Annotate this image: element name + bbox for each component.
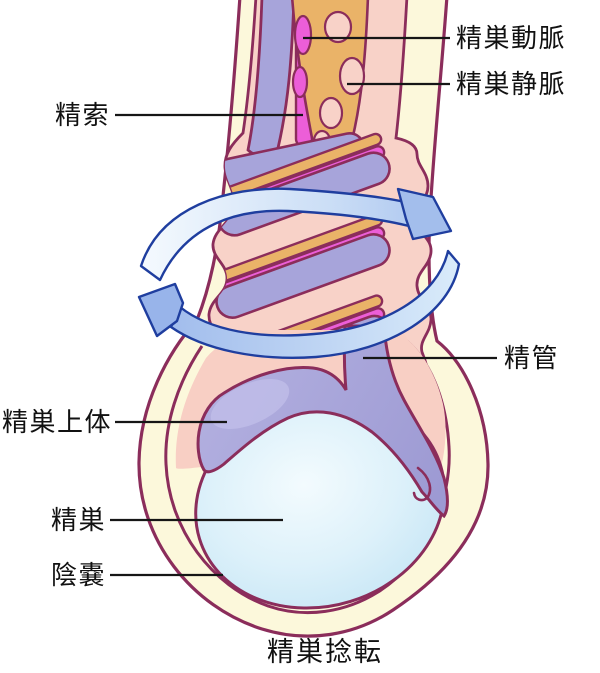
label-scrotum: 陰嚢 bbox=[51, 561, 106, 591]
label-artery: 精巣動脈 bbox=[456, 24, 566, 54]
vein-network-hole bbox=[291, 65, 309, 99]
vein-network-hole bbox=[318, 96, 344, 130]
label-vas-deferens: 精管 bbox=[504, 344, 559, 374]
epididymis-highlight bbox=[210, 378, 290, 430]
vein-network-hole bbox=[323, 10, 353, 44]
twist-band-periwinkle bbox=[215, 233, 391, 319]
rotation-arrow-lower-icon bbox=[137, 249, 461, 359]
vein-network-hole bbox=[293, 14, 313, 56]
label-epididymis: 精巣上体 bbox=[2, 408, 112, 438]
label-testis: 精巣 bbox=[51, 506, 106, 536]
vas-tip-curl-line bbox=[412, 466, 432, 502]
epididymis-vas-shape bbox=[196, 324, 449, 519]
rotation-arrow-upper-icon bbox=[139, 187, 453, 282]
label-vein: 精巣静脈 bbox=[456, 70, 566, 100]
figure-title: 精巣捻転 bbox=[267, 637, 383, 668]
label-spermatic-cord: 精索 bbox=[55, 101, 110, 131]
vein-network-hole bbox=[338, 56, 366, 96]
